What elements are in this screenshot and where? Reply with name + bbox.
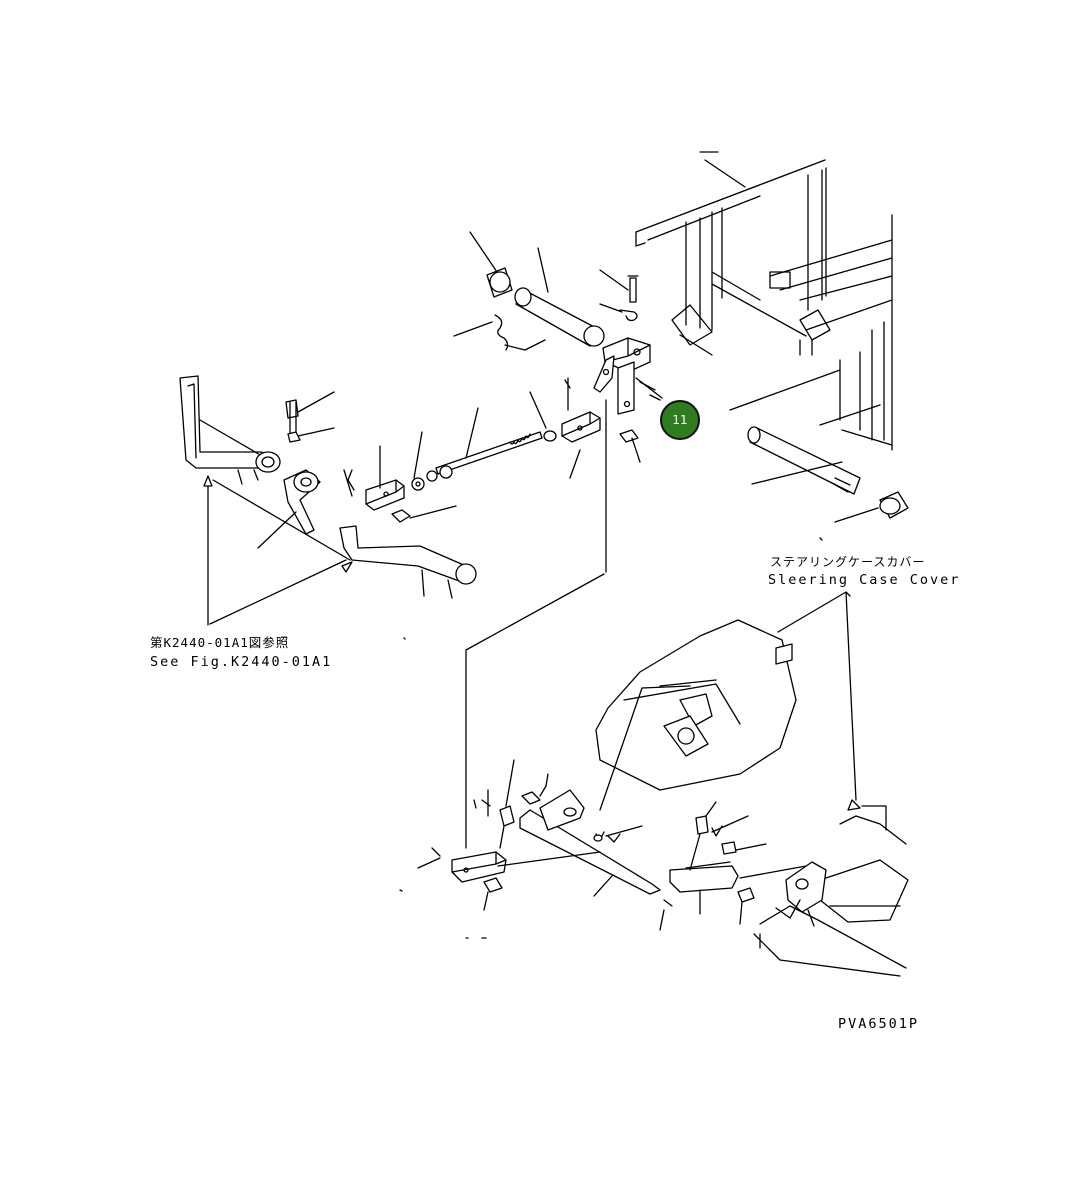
steering-cover-label-en: Sleering Case Cover (768, 572, 961, 588)
steering-cover-label-jp: ステアリングケースカバー (770, 555, 926, 569)
see-figure-label-jp: 第K2440-01A1図参照 (150, 635, 290, 650)
left-lever-assembly (179, 375, 477, 626)
figure-code-label: PVA6501P (838, 1016, 920, 1032)
frame-structure (635, 151, 893, 451)
steering-shaft (747, 426, 909, 523)
rod-assembly (343, 377, 607, 573)
part-callout-number: 11 (672, 413, 688, 427)
lever-bracket (593, 337, 663, 463)
part-callout-11[interactable]: 11 (660, 400, 700, 440)
upper-pipe-and-bushing (453, 231, 639, 351)
lower-linkage (417, 573, 827, 931)
steering-case-cover (595, 591, 909, 977)
see-figure-label-en: See Fig.K2440-01A1 (150, 654, 333, 670)
